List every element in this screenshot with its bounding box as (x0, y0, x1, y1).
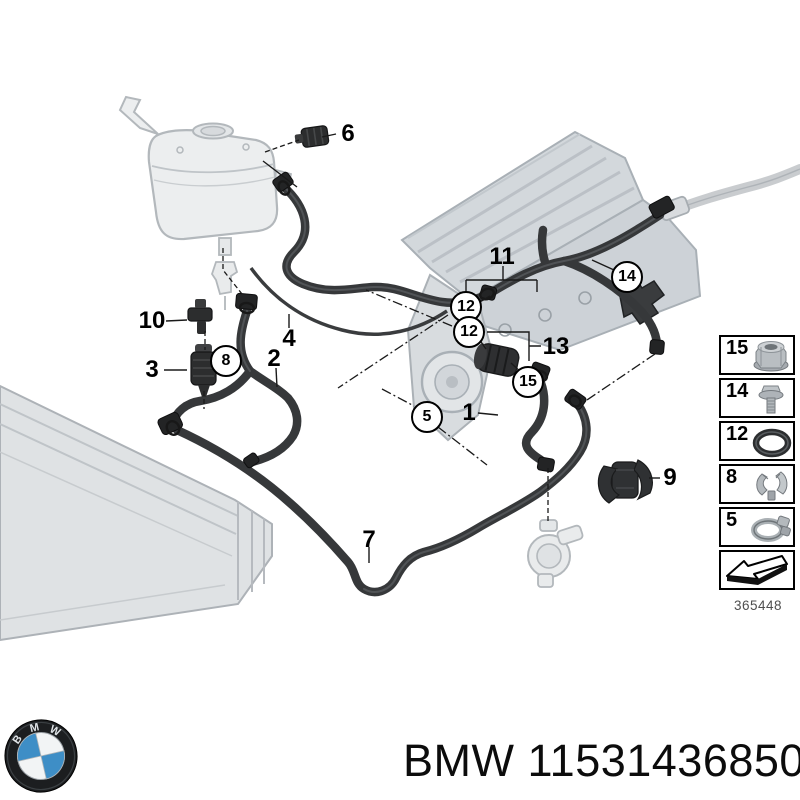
small-parts (187, 125, 653, 504)
legend-item-12: 12 (719, 421, 795, 461)
dashdot-leaders (337, 289, 656, 466)
callout-4: 4 (282, 325, 296, 352)
figure-number: 365448 (733, 598, 783, 613)
engine (400, 130, 702, 442)
hose-engine-stub (537, 225, 550, 267)
legend-label: 14 (726, 380, 749, 402)
callout-14-circled: 14 (611, 261, 643, 293)
callout-3: 3 (145, 356, 159, 383)
retaining-clip-icon (756, 471, 788, 501)
hose-y-right (245, 366, 302, 467)
callout-10: 10 (138, 307, 166, 334)
callout-11: 11 (489, 243, 515, 270)
hose-highlights (239, 186, 661, 593)
dashed-leaders (203, 139, 549, 524)
callout-13: 13 (542, 333, 570, 360)
heater-hose-light (658, 164, 800, 222)
legend-direction-cell (719, 550, 795, 590)
legend-label: 8 (726, 466, 738, 488)
bmw-logo: B M W (4, 719, 78, 793)
callout-12-circled-b: 12 (453, 316, 485, 348)
callout-7: 7 (362, 526, 376, 553)
logo-letter-m: M (29, 721, 41, 735)
vent-pipe (249, 266, 448, 336)
callout-5-circled: 5 (411, 401, 443, 433)
radiator (0, 384, 273, 642)
hose-clamp-icon (751, 515, 791, 542)
callout-6: 6 (341, 120, 355, 147)
legend-box: 15 14 12 8 (719, 335, 795, 590)
part-number-title: BMW 11531436850 (403, 735, 800, 786)
legend-label: 12 (726, 423, 749, 445)
legend-label: 15 (726, 337, 749, 359)
holder-clip-9 (597, 459, 653, 504)
callout-8-circled: 8 (210, 345, 242, 377)
callout-1: 1 (462, 399, 476, 426)
direction-arrow-icon (726, 555, 788, 585)
legend-item-15: 15 (719, 335, 795, 375)
callout-15-circled: 15 (512, 366, 544, 398)
thermostat-stub-13 (473, 343, 520, 377)
water-pump (527, 519, 584, 588)
callout-2: 2 (267, 345, 281, 372)
legend-item-5: 5 (719, 507, 795, 547)
callout-9: 9 (663, 464, 677, 491)
hose-right-descender (559, 256, 662, 349)
vent-valve-10 (187, 299, 213, 334)
expansion-tank (118, 95, 293, 310)
o-ring-icon (752, 428, 792, 458)
hose-one (521, 373, 549, 465)
legend-item-8: 8 (719, 464, 795, 504)
legend-label: 5 (726, 509, 738, 531)
hex-nut-icon (753, 341, 789, 372)
legend-item-14: 14 (719, 378, 795, 418)
flange-bolt-icon (758, 385, 784, 414)
